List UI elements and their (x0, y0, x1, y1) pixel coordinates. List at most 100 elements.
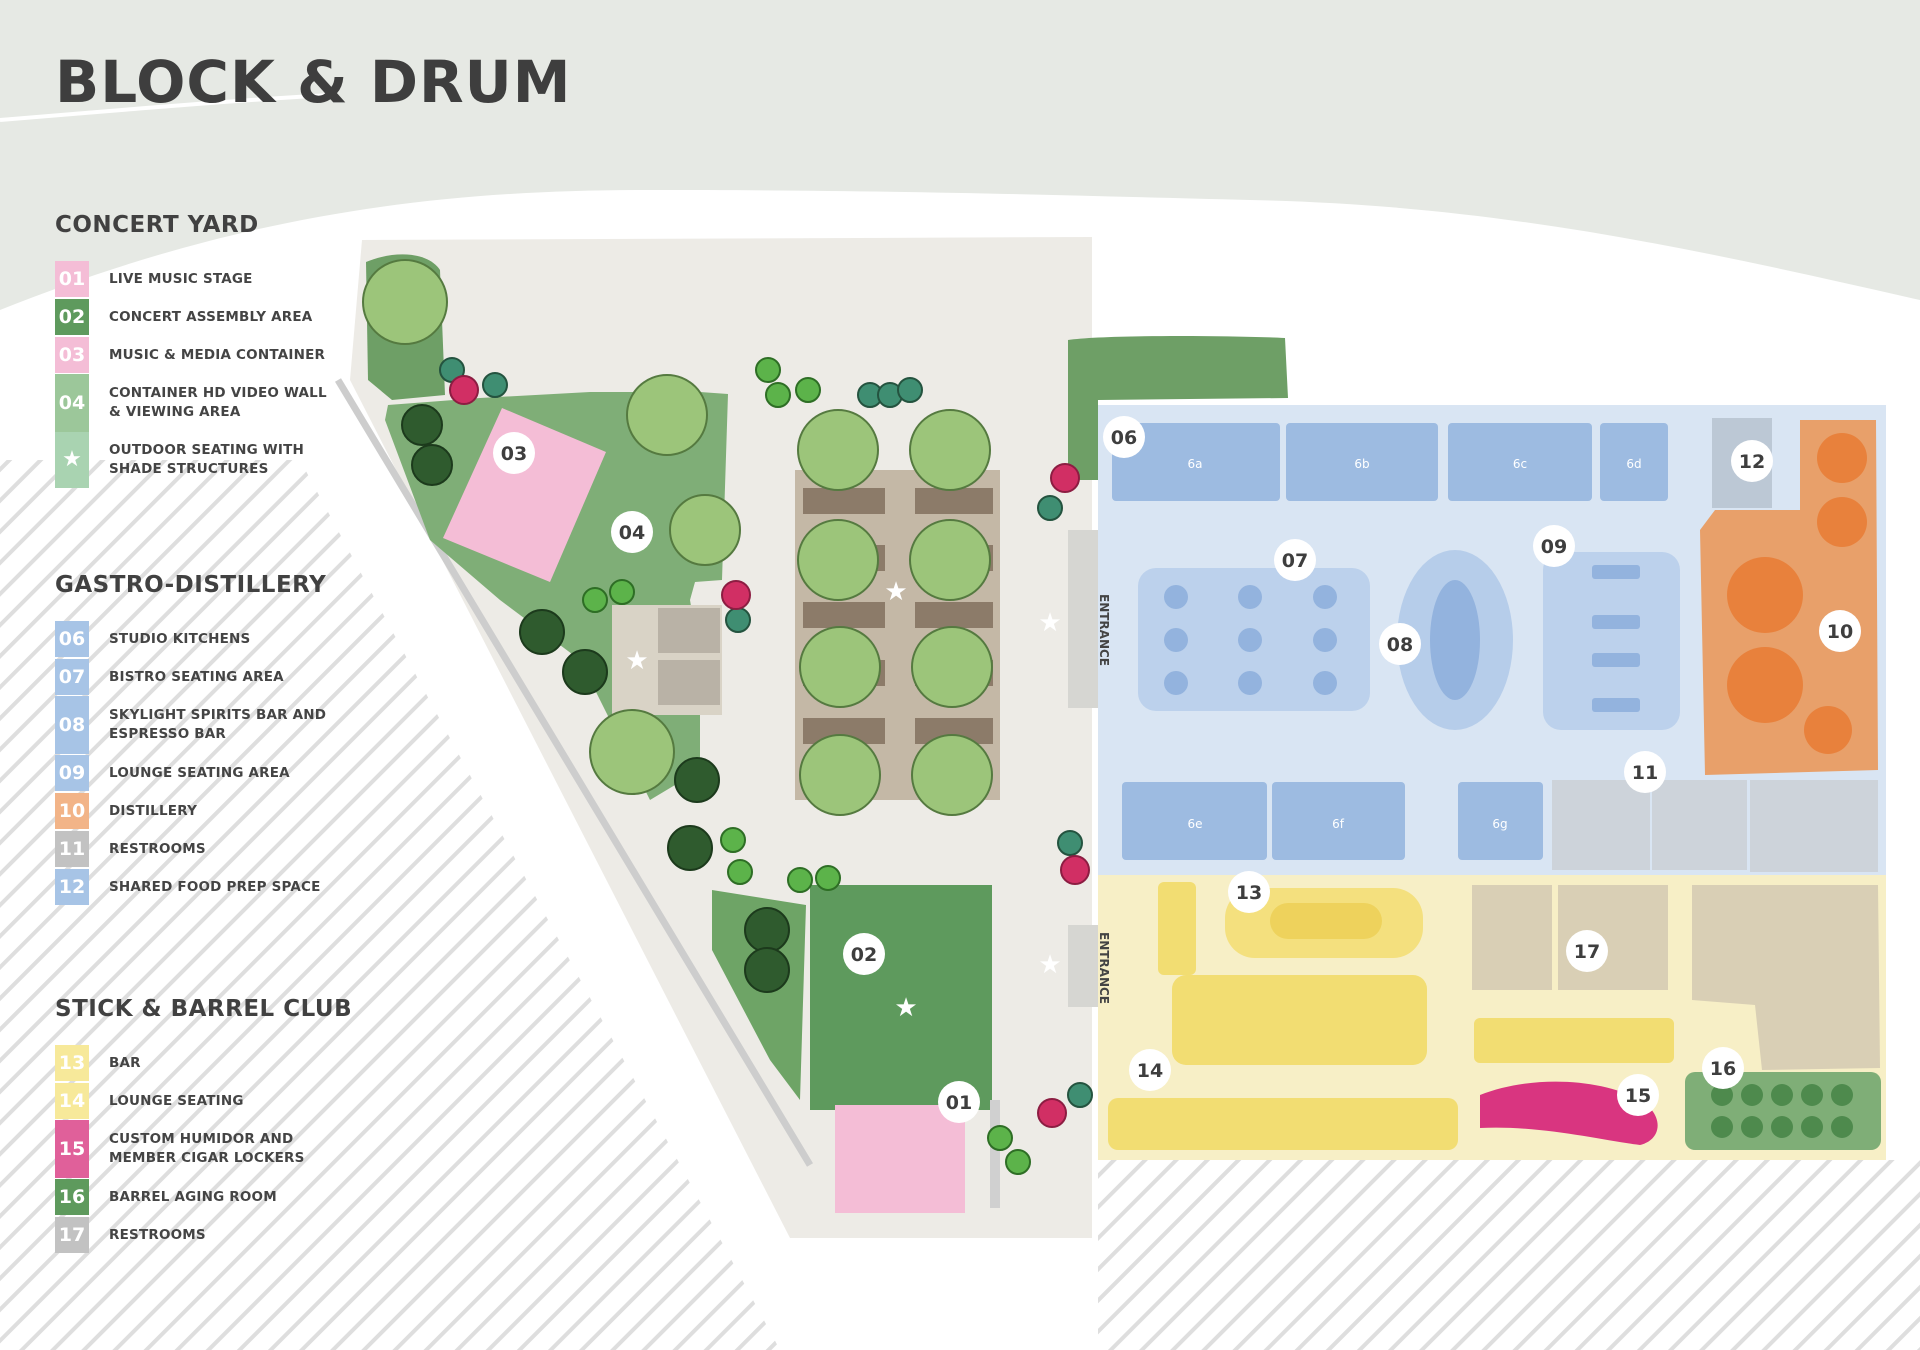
legend-item-01: 01 LIVE MUSIC STAGE (55, 260, 329, 298)
restrooms-11 (1552, 780, 1878, 872)
legend-swatch: 02 (55, 299, 89, 335)
legend-label: SKYLIGHT SPIRITS BAR AND ESPRESSO BAR (109, 707, 327, 742)
kitchen-label-6c: 6c (1513, 457, 1527, 471)
star-icon: ★ (1038, 950, 1061, 980)
legend-item-14: 14 LOUNGE SEATING (55, 1082, 352, 1120)
kitchen-label-6f: 6f (1332, 817, 1345, 831)
legend-swatch: 01 (55, 261, 89, 297)
kitchen-label-6b: 6b (1354, 457, 1369, 471)
legend-swatch: 14 (55, 1083, 89, 1119)
marker-02: 02 (843, 933, 885, 975)
studio-kitchens-bottom (1122, 782, 1543, 860)
legend-swatch: 08 (55, 696, 89, 754)
legend-item-11: 11 RESTROOMS (55, 830, 329, 868)
legend-swatch: 09 (55, 755, 89, 791)
legend-stick-barrel: STICK & BARREL CLUB 13 BAR 14 LOUNGE SEA… (55, 996, 352, 1254)
legend-concert-yard: CONCERT YARD 01 LIVE MUSIC STAGE 02 CONC… (55, 212, 329, 488)
legend-item-15: 15 CUSTOM HUMIDOR AND MEMBER CIGAR LOCKE… (55, 1120, 352, 1178)
legend-label: OUTDOOR SEATING WITH SHADE STRUCTURES (109, 442, 304, 477)
music-media-container-03 (443, 408, 606, 582)
legend-item-06: 06 STUDIO KITCHENS (55, 620, 329, 658)
svg-text:14: 14 (1137, 1060, 1163, 1082)
legend-swatch: 16 (55, 1179, 89, 1215)
hatched-area-bottom (1098, 1160, 1920, 1350)
legend-label: SHARED FOOD PREP SPACE (109, 878, 321, 895)
marker-08: 08 (1379, 623, 1421, 665)
marker-03: 03 (493, 432, 535, 474)
stick-barrel-rooms (1108, 882, 1880, 1150)
legend-label: BARREL AGING ROOM (109, 1188, 277, 1205)
legend-heading-concert-yard: CONCERT YARD (55, 212, 259, 238)
marker-06: 06 (1103, 416, 1145, 458)
legend-item-03: 03 MUSIC & MEDIA CONTAINER (55, 336, 329, 374)
legend-swatch: 06 (55, 621, 89, 657)
legend-swatch: 12 (55, 869, 89, 905)
marker-11: 11 (1624, 751, 1666, 793)
legend-label: MUSIC & MEDIA CONTAINER (109, 346, 326, 363)
svg-text:07: 07 (1282, 550, 1308, 572)
svg-text:03: 03 (501, 443, 527, 465)
legend-label: LIVE MUSIC STAGE (109, 270, 253, 287)
legend-label: LOUNGE SEATING (109, 1092, 244, 1109)
road-band (0, 0, 1920, 310)
marker-15: 15 (1617, 1074, 1659, 1116)
live-music-stage-01 (835, 1105, 965, 1213)
legend-swatch: ★ (55, 432, 89, 488)
studio-kitchens-top (1112, 423, 1668, 501)
entrance-label-upper: ENTRANCE (1097, 594, 1111, 666)
svg-text:17: 17 (1574, 941, 1600, 963)
legend-swatch: 04 (55, 374, 89, 432)
star-icon: ★ (884, 577, 907, 607)
svg-text:12: 12 (1739, 451, 1765, 473)
legend-label: LOUNGE SEATING AREA (109, 764, 290, 781)
legend-label: RESTROOMS (109, 1226, 206, 1243)
legend-item-07: 07 BISTRO SEATING AREA (55, 658, 329, 696)
legend-swatch: 10 (55, 793, 89, 829)
marker-12: 12 (1731, 440, 1773, 482)
svg-text:11: 11 (1632, 762, 1658, 784)
marker-10: 10 (1819, 610, 1861, 652)
legend-label: BAR (109, 1054, 141, 1071)
humidor-15 (1480, 1081, 1658, 1145)
legend-swatch: 03 (55, 337, 89, 373)
number-markers: 01 02 03 04 06 07 08 09 10 11 12 13 14 15 16 17 (493, 416, 1861, 1123)
legend-label: CONTAINER HD VIDEO WALL & VIEWING AREA (109, 385, 327, 420)
legend-item-16: 16 BARREL AGING ROOM (55, 1178, 352, 1216)
kitchen-labels: 6a 6b 6c 6d 6e 6f 6g (1187, 457, 1641, 831)
legend-item-12: 12 SHARED FOOD PREP SPACE (55, 868, 329, 906)
legend-label: CUSTOM HUMIDOR AND MEMBER CIGAR LOCKERS (109, 1131, 305, 1166)
legend-item-star: ★ OUTDOOR SEATING WITH SHADE STRUCTURES (55, 432, 329, 488)
kitchen-label-6g: 6g (1492, 817, 1507, 831)
legend-item-09: 09 LOUNGE SEATING AREA (55, 754, 329, 792)
star-icon: ★ (62, 447, 82, 472)
star-icon: ★ (894, 993, 917, 1023)
legend-item-17: 17 RESTROOMS (55, 1216, 352, 1254)
marker-09: 09 (1533, 525, 1575, 567)
marker-04: 04 (611, 511, 653, 553)
lounge-tables (1592, 565, 1640, 712)
legend-label: STUDIO KITCHENS (109, 630, 251, 647)
hedge-top-building (1068, 335, 1288, 480)
svg-text:01: 01 (946, 1092, 972, 1114)
kitchen-label-6a: 6a (1188, 457, 1203, 471)
entrance-upper-wall (1068, 530, 1098, 708)
svg-text:13: 13 (1236, 882, 1262, 904)
svg-text:04: 04 (619, 522, 645, 544)
svg-text:09: 09 (1541, 536, 1567, 558)
legend-label: DISTILLERY (109, 802, 198, 819)
marker-01: 01 (938, 1081, 980, 1123)
legend-item-08: 08 SKYLIGHT SPIRITS BAR AND ESPRESSO BAR (55, 696, 329, 754)
legend-swatch: 15 (55, 1120, 89, 1178)
kitchen-label-6d: 6d (1626, 457, 1641, 471)
legend-swatch: 07 (55, 659, 89, 695)
legend-label: CONCERT ASSEMBLY AREA (109, 308, 313, 325)
svg-text:06: 06 (1111, 427, 1137, 449)
svg-text:16: 16 (1710, 1058, 1736, 1080)
lounge-seating-09 (1543, 552, 1680, 730)
legend-heading-stick-barrel: STICK & BARREL CLUB (55, 996, 353, 1022)
kitchen-label-6e: 6e (1187, 817, 1202, 831)
marker-07: 07 (1274, 539, 1316, 581)
entrance-lower-wall (1068, 925, 1098, 1007)
trees (362, 259, 1093, 1175)
